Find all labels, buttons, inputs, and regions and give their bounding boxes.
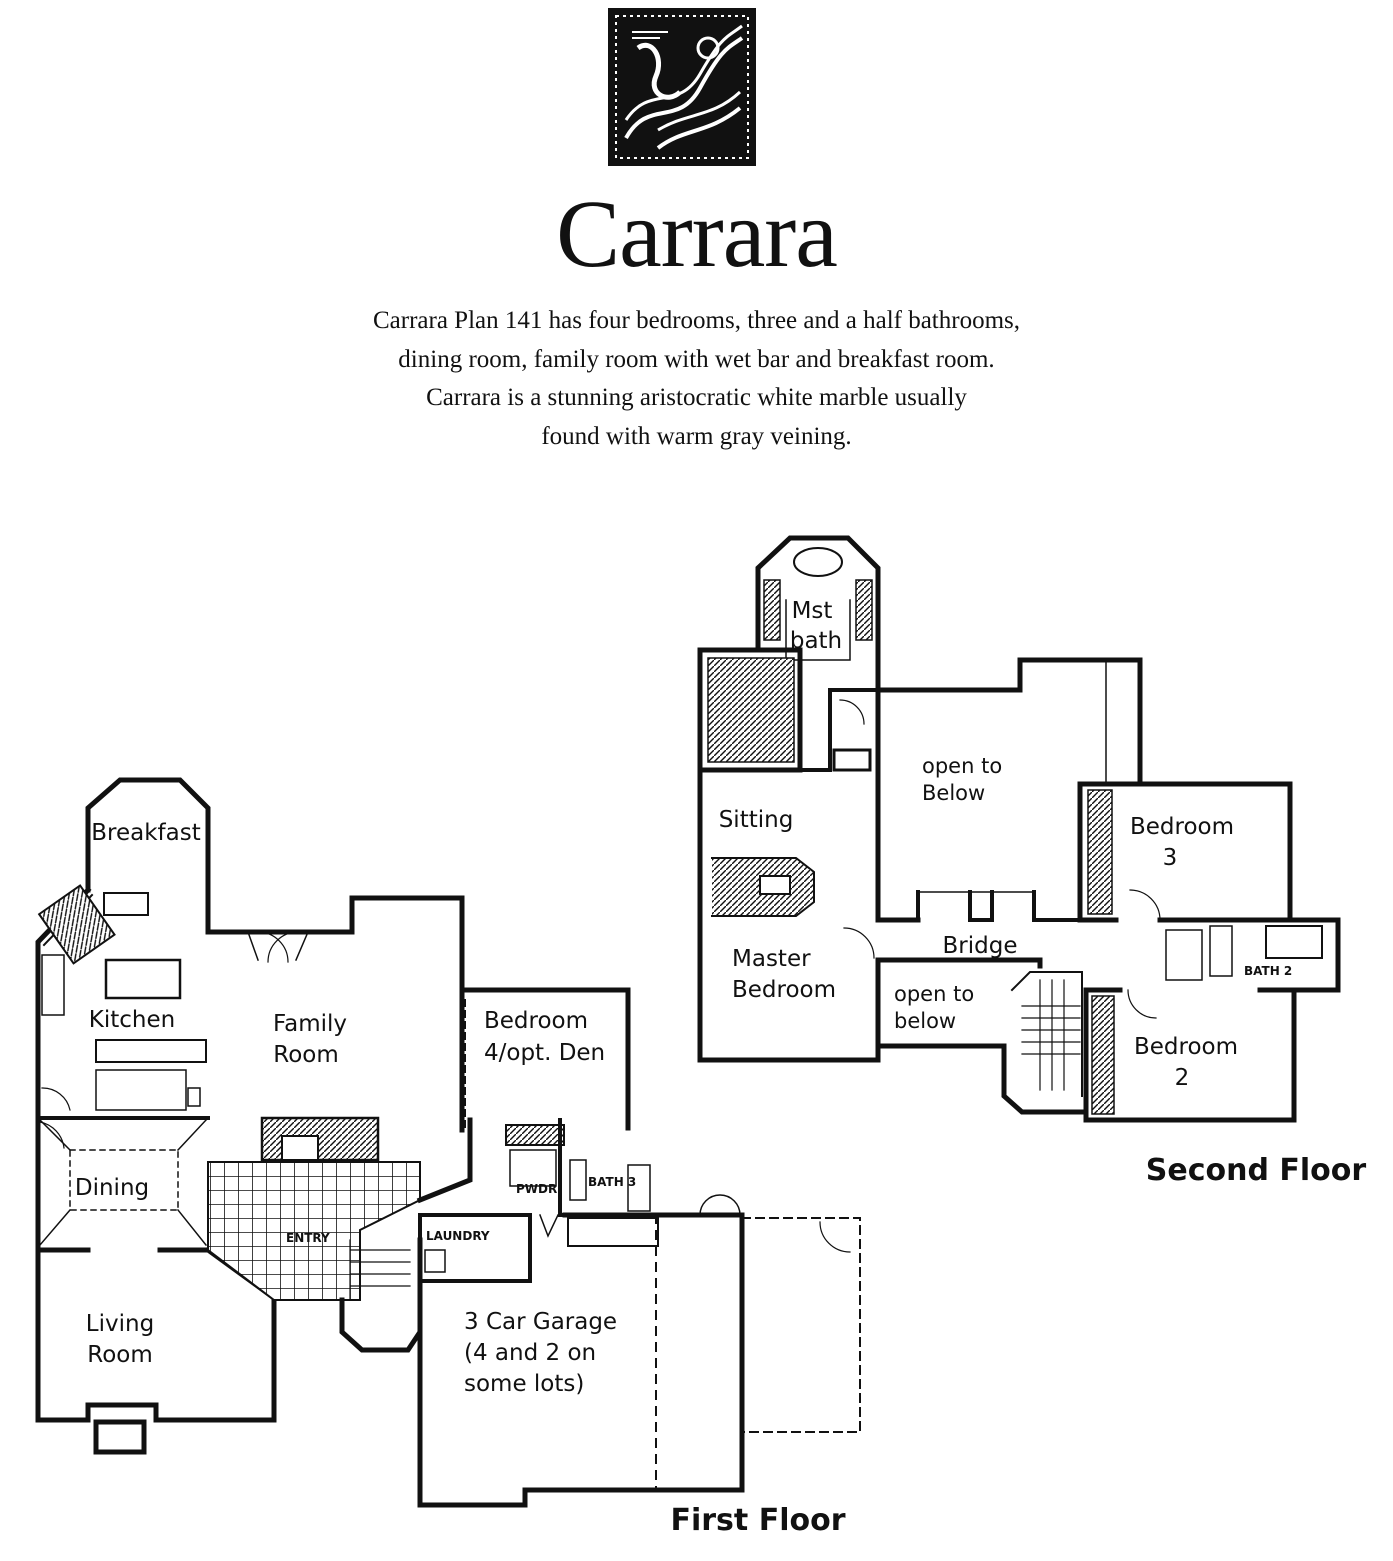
room-label-breakfast: Breakfast (91, 820, 201, 846)
room-label-mst-bath: bath (790, 628, 842, 654)
room-label-dining: Dining (75, 1175, 149, 1201)
floor-label-first: First Floor (670, 1503, 845, 1538)
room-label-garage: some lots) (464, 1371, 584, 1397)
second-floor-plan (697, 535, 1341, 1123)
room-label-entry: ENTRY (286, 1231, 330, 1245)
room-label-bedroom2: Bedroom (1134, 1034, 1238, 1060)
room-label-laundry: LAUNDRY (426, 1229, 490, 1243)
description-line: dining room, family room with wet bar an… (398, 345, 995, 373)
description-line: Carrara is a stunning aristocratic white… (426, 384, 967, 411)
room-label-open-above: Below (922, 781, 985, 805)
room-label-sitting: Sitting (719, 807, 794, 833)
room-label-bedroom3: Bedroom (1130, 814, 1234, 840)
room-label-bedroom4: Bedroom (484, 1008, 588, 1034)
room-label-master: Bedroom (732, 977, 836, 1003)
room-label-mst-bath: Mst (792, 598, 833, 624)
description-line: found with warm gray veining. (541, 422, 852, 450)
room-label-master: Master (732, 946, 811, 972)
description-line: Carrara Plan 141 has four bedrooms, thre… (372, 307, 1021, 334)
room-label-open-above: open to (922, 754, 1002, 778)
room-label-open-below: below (894, 1009, 956, 1033)
floor-label-second: Second Floor (1146, 1153, 1367, 1188)
room-label-pwdr: PWDR (516, 1182, 557, 1196)
room-label-bath2: BATH 2 (1244, 964, 1292, 978)
plan-title: Carrara (556, 180, 838, 287)
room-label-bedroom3: 3 (1163, 845, 1178, 871)
room-label-family: Family (273, 1011, 347, 1037)
room-label-living: Living (86, 1311, 154, 1337)
room-label-living: Room (87, 1342, 153, 1368)
room-label-garage: (4 and 2 on (464, 1340, 596, 1366)
plan-description: Carrara Plan 141 has four bedrooms, thre… (300, 302, 1093, 456)
room-label-bath3: BATH 3 (588, 1175, 636, 1189)
room-label-kitchen: Kitchen (89, 1007, 175, 1033)
room-label-family: Room (273, 1042, 339, 1068)
room-label-garage: 3 Car Garage (464, 1309, 617, 1335)
carrara-logo-icon (608, 8, 756, 166)
room-label-bridge: Bridge (943, 933, 1018, 959)
room-label-bedroom2: 2 (1175, 1065, 1190, 1091)
first-floor-plan (35, 777, 861, 1508)
room-label-open-below: open to (894, 982, 974, 1006)
room-label-bedroom4: 4/opt. Den (484, 1040, 605, 1066)
